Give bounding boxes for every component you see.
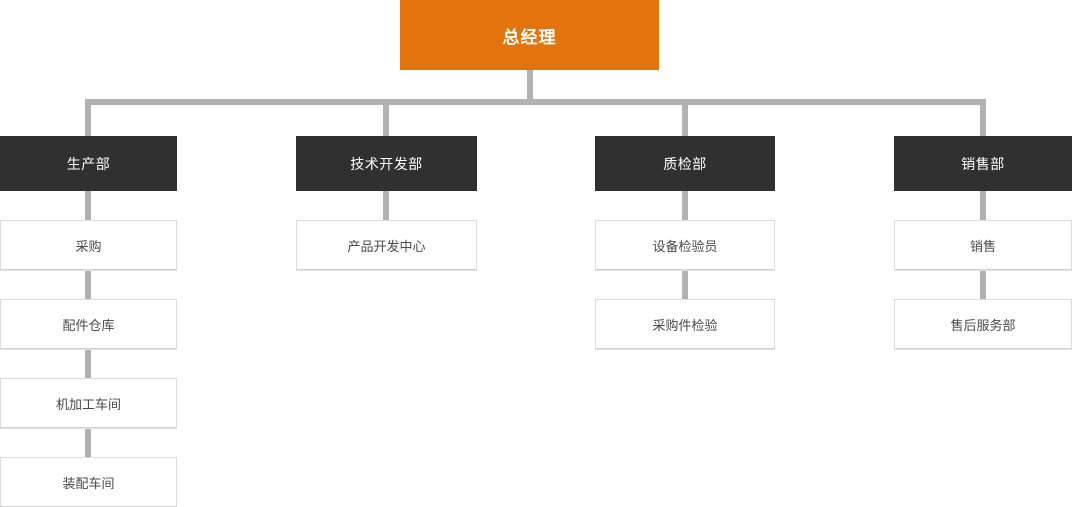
node-sales-child-sales[interactable]: 销售 xyxy=(894,220,1072,270)
connector-col1-link-3 xyxy=(85,347,91,380)
node-production-child-machining-workshop[interactable]: 机加工车间 xyxy=(0,378,177,428)
node-department-quality-inspection[interactable]: 质检部 xyxy=(595,136,775,191)
node-sales-child-after-sales-service[interactable]: 售后服务部 xyxy=(894,299,1072,349)
node-production-child-procurement[interactable]: 采购 xyxy=(0,220,177,270)
connector-col4-link-1 xyxy=(980,189,986,222)
connector-root-stem xyxy=(527,70,533,105)
node-general-manager[interactable]: 总经理 xyxy=(400,0,659,70)
connector-col1-link-2 xyxy=(85,268,91,301)
node-production-child-assembly-workshop[interactable]: 装配车间 xyxy=(0,457,177,507)
node-quality-child-purchased-parts-inspection[interactable]: 采购件检验 xyxy=(595,299,775,349)
connector-col3-link-1 xyxy=(682,189,688,222)
connector-col1-link-4 xyxy=(85,426,91,459)
node-production-child-parts-warehouse[interactable]: 配件仓库 xyxy=(0,299,177,349)
connector-drop-dept-2 xyxy=(383,99,389,139)
connector-col3-link-2 xyxy=(682,268,688,301)
node-department-tech-development[interactable]: 技术开发部 xyxy=(296,136,477,191)
node-tech-child-product-development-center[interactable]: 产品开发中心 xyxy=(296,220,477,270)
connector-horizontal-bus xyxy=(85,99,986,105)
connector-col1-link-1 xyxy=(85,189,91,222)
connector-drop-dept-1 xyxy=(85,99,91,139)
node-quality-child-equipment-inspector[interactable]: 设备检验员 xyxy=(595,220,775,270)
node-department-sales[interactable]: 销售部 xyxy=(894,136,1072,191)
connector-drop-dept-3 xyxy=(682,99,688,139)
connector-col4-link-2 xyxy=(980,268,986,301)
node-department-production[interactable]: 生产部 xyxy=(0,136,177,191)
connector-col2-link-1 xyxy=(383,189,389,222)
connector-drop-dept-4 xyxy=(980,99,986,139)
